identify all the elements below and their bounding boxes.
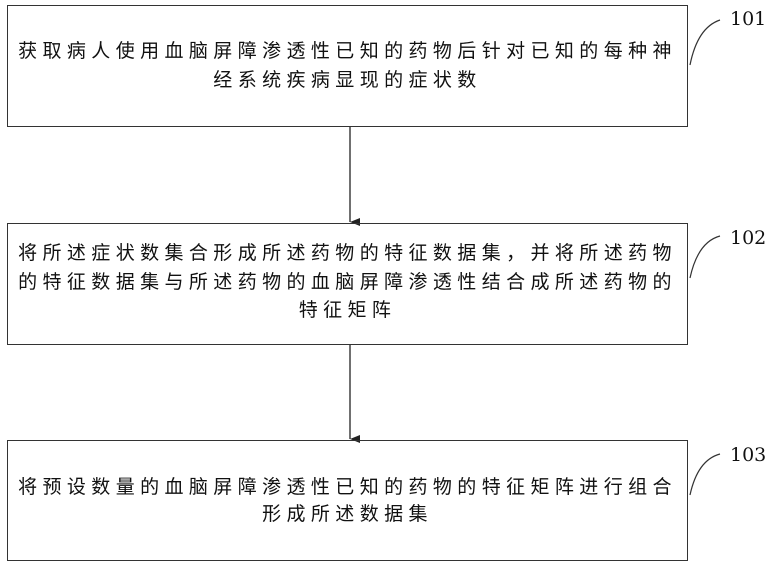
step-text-line: 形成所述数据集 [8,503,687,525]
step-box-103: 将预设数量的血脑屏障渗透性已知的药物的特征矩阵进行组合 形成所述数据集 [7,440,688,561]
step-text-line: 经系统疾病显现的症状数 [8,69,687,91]
step-text-line: 将预设数量的血脑屏障渗透性已知的药物的特征矩阵进行组合 [8,476,687,498]
leader-line-101 [690,20,720,65]
leader-line-103 [690,454,720,495]
step-text-line: 将所述症状数集合形成所述药物的特征数据集，并将所述药物 [8,242,687,264]
step-box-102: 将所述症状数集合形成所述药物的特征数据集，并将所述药物 的特征数据集与所述药物的… [7,223,688,345]
step-text-line: 的特征数据集与所述药物的血脑屏障渗透性结合成所述药物的 [8,271,687,293]
step-box-101: 获取病人使用血脑屏障渗透性已知的药物后针对已知的每种神 经系统疾病显现的症状数 [7,5,688,127]
step-label-103: 103 [730,444,766,466]
step-label-102: 102 [730,227,766,249]
leader-line-102 [690,236,720,278]
step-label-101: 101 [730,8,766,30]
step-text-line: 特征矩阵 [8,299,687,321]
step-text-line: 获取病人使用血脑屏障渗透性已知的药物后针对已知的每种神 [8,40,687,62]
